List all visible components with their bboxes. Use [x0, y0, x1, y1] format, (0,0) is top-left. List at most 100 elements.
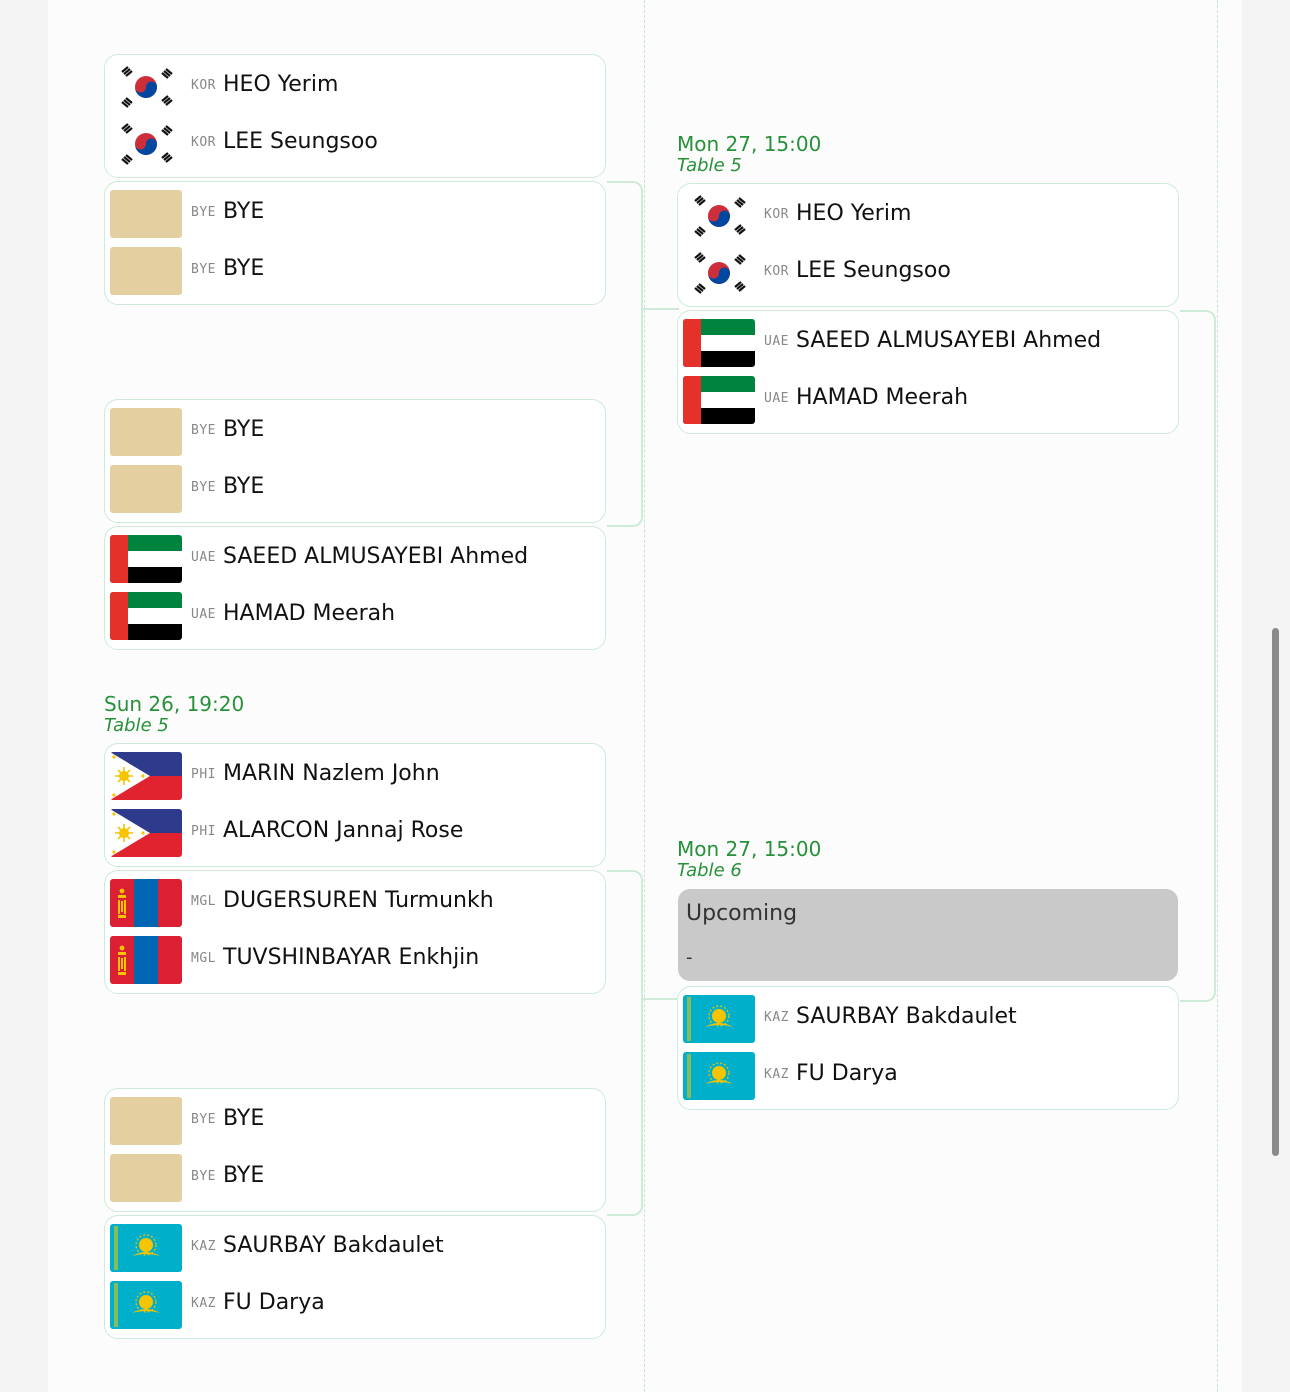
team-card[interactable]: KOR HEO Yerim KOR LEE Seungsoo	[677, 183, 1179, 307]
upcoming-placeholder: -	[686, 947, 693, 968]
country-code: BYE	[191, 205, 216, 220]
player-row: KAZ SAURBAY Bakdaulet	[678, 991, 1178, 1048]
mongolia-flag-icon	[110, 936, 182, 984]
player-row: BYE BYE	[105, 461, 605, 518]
team-card[interactable]: PHI MARIN Nazlem John PHI ALARCON Jannaj…	[104, 743, 606, 867]
player-name: SAURBAY Bakdaulet	[796, 1004, 1017, 1029]
player-row: PHI ALARCON Jannaj Rose	[105, 805, 605, 862]
mongolia-flag-icon	[110, 879, 182, 927]
team-card[interactable]: KOR HEO Yerim KOR LEE Seungsoo	[104, 54, 606, 178]
team-card[interactable]: MGL DUGERSUREN Turmunkh MGL TUVSHINBAYAR…	[104, 870, 606, 994]
player-name: BYE	[223, 417, 265, 442]
kazakhstan-flag-icon	[683, 1052, 755, 1100]
player-name: HEO Yerim	[223, 72, 339, 97]
upcoming-slot[interactable]: Upcoming -	[678, 889, 1178, 981]
player-row: KOR HEO Yerim	[678, 188, 1178, 245]
bye-placeholder-icon	[110, 408, 182, 456]
player-row: UAE SAEED ALMUSAYEBI Ahmed	[678, 315, 1178, 372]
bracket-connector	[607, 870, 643, 1216]
country-code: BYE	[191, 262, 216, 277]
country-code: KAZ	[191, 1296, 216, 1311]
player-name: SAURBAY Bakdaulet	[223, 1233, 444, 1258]
country-code: BYE	[191, 480, 216, 495]
korea-flag-icon	[683, 249, 755, 297]
match-time: Mon 27, 15:00	[677, 132, 822, 156]
match-table: Table 5	[677, 155, 742, 176]
team-card[interactable]: UAE SAEED ALMUSAYEBI Ahmed UAE HAMAD Mee…	[677, 310, 1179, 434]
player-row: BYE BYE	[105, 243, 605, 300]
match-time: Mon 27, 15:00	[677, 837, 822, 861]
country-code: PHI	[191, 767, 216, 782]
match-table: Table 5	[104, 715, 169, 736]
uae-flag-icon	[110, 592, 182, 640]
player-name: FU Darya	[223, 1290, 325, 1315]
country-code: MGL	[191, 951, 216, 966]
bye-placeholder-icon	[110, 190, 182, 238]
player-row: MGL DUGERSUREN Turmunkh	[105, 875, 605, 932]
vertical-scrollbar[interactable]	[1272, 628, 1279, 1156]
kazakhstan-flag-icon	[110, 1281, 182, 1329]
country-code: UAE	[764, 334, 789, 349]
country-code: MGL	[191, 894, 216, 909]
player-row: UAE HAMAD Meerah	[678, 372, 1178, 429]
bracket-connector	[1180, 310, 1216, 1002]
player-name: BYE	[223, 474, 265, 499]
player-name: SAEED ALMUSAYEBI Ahmed	[223, 544, 529, 569]
country-code: PHI	[191, 824, 216, 839]
match-time: Sun 26, 19:20	[104, 692, 245, 716]
player-name: BYE	[223, 256, 265, 281]
kazakhstan-flag-icon	[683, 995, 755, 1043]
bye-placeholder-icon	[110, 1154, 182, 1202]
player-name: DUGERSUREN Turmunkh	[223, 888, 494, 913]
player-row: KAZ SAURBAY Bakdaulet	[105, 1220, 605, 1277]
player-row: BYE BYE	[105, 1093, 605, 1150]
round-divider	[644, 0, 645, 1392]
player-name: BYE	[223, 1106, 265, 1131]
team-card[interactable]: BYE BYE BYE BYE	[104, 1088, 606, 1212]
player-name: MARIN Nazlem John	[223, 761, 440, 786]
bye-placeholder-icon	[110, 1097, 182, 1145]
bracket-connector	[641, 998, 679, 1000]
player-row: KOR LEE Seungsoo	[105, 116, 605, 173]
country-code: KAZ	[764, 1010, 789, 1025]
country-code: BYE	[191, 423, 216, 438]
match-header: Mon 27, 15:00 Table 6	[677, 837, 977, 881]
uae-flag-icon	[683, 376, 755, 424]
player-row: KAZ FU Darya	[105, 1277, 605, 1334]
philippines-flag-icon	[110, 752, 182, 800]
player-name: BYE	[223, 199, 265, 224]
player-name: HEO Yerim	[796, 201, 912, 226]
philippines-flag-icon	[110, 809, 182, 857]
country-code: KOR	[191, 78, 216, 93]
player-name: ALARCON Jannaj Rose	[223, 818, 464, 843]
country-code: BYE	[191, 1169, 216, 1184]
korea-flag-icon	[683, 192, 755, 240]
uae-flag-icon	[683, 319, 755, 367]
korea-flag-icon	[110, 63, 182, 111]
team-card[interactable]: KAZ SAURBAY Bakdaulet KAZ FU Darya	[104, 1215, 606, 1339]
bye-placeholder-icon	[110, 465, 182, 513]
match-header: Sun 26, 19:20 Table 5	[104, 692, 404, 736]
player-row: UAE SAEED ALMUSAYEBI Ahmed	[105, 531, 605, 588]
country-code: UAE	[764, 391, 789, 406]
player-name: SAEED ALMUSAYEBI Ahmed	[796, 328, 1102, 353]
upcoming-label: Upcoming	[686, 901, 798, 926]
player-name: LEE Seungsoo	[223, 129, 378, 154]
player-row: BYE BYE	[105, 186, 605, 243]
team-card[interactable]: KAZ SAURBAY Bakdaulet KAZ FU Darya	[677, 986, 1179, 1110]
bracket-connector	[607, 181, 643, 527]
team-card[interactable]: BYE BYE BYE BYE	[104, 399, 606, 523]
country-code: KOR	[764, 207, 789, 222]
bye-placeholder-icon	[110, 247, 182, 295]
player-name: TUVSHINBAYAR Enkhjin	[223, 945, 480, 970]
team-card[interactable]: BYE BYE BYE BYE	[104, 181, 606, 305]
korea-flag-icon	[110, 120, 182, 168]
player-row: KOR LEE Seungsoo	[678, 245, 1178, 302]
player-name: FU Darya	[796, 1061, 898, 1086]
player-row: UAE HAMAD Meerah	[105, 588, 605, 645]
country-code: KOR	[764, 264, 789, 279]
team-card[interactable]: UAE SAEED ALMUSAYEBI Ahmed UAE HAMAD Mee…	[104, 526, 606, 650]
player-name: LEE Seungsoo	[796, 258, 951, 283]
player-row: BYE BYE	[105, 404, 605, 461]
player-name: HAMAD Meerah	[796, 385, 969, 410]
